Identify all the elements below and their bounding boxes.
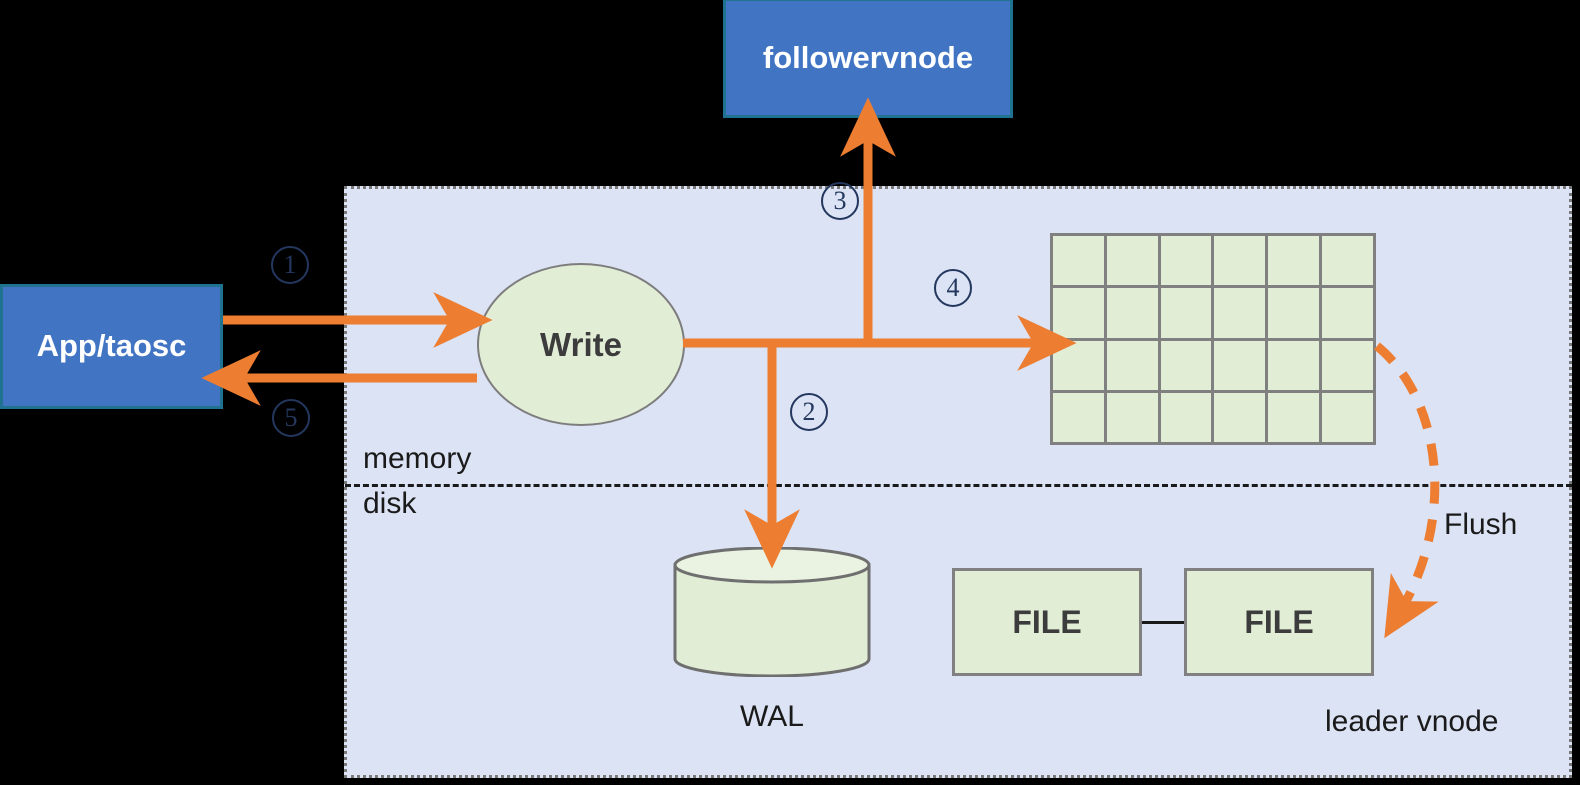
memory-cell — [1214, 236, 1269, 289]
memory-cell — [1322, 288, 1376, 341]
memory-cell — [1322, 392, 1376, 445]
disk-label: disk — [363, 487, 417, 520]
memory-cell — [1322, 340, 1376, 393]
flush-label: Flush — [1444, 508, 1518, 541]
app-taosc-box: App/taosc — [0, 284, 223, 409]
memory-cell — [1106, 288, 1161, 341]
file-box-2: FILE — [1184, 568, 1374, 676]
step-badge-2: 2 — [790, 393, 828, 431]
step-badge-1: 1 — [271, 246, 309, 284]
memory-cell — [1268, 236, 1323, 289]
step-badge-4: 4 — [934, 269, 972, 307]
file-box-1: FILE — [952, 568, 1142, 676]
follower-line-1: follower — [762, 39, 882, 75]
write-node: Write — [477, 263, 685, 426]
memory-cell — [1160, 392, 1215, 445]
memory-cell — [1053, 392, 1107, 445]
memory-cell — [1268, 288, 1323, 341]
wal-cylinder — [673, 546, 871, 678]
memory-cell — [1160, 340, 1215, 393]
memory-cell — [1053, 288, 1107, 341]
wal-label: WAL — [740, 700, 804, 733]
memory-cell — [1106, 392, 1161, 445]
memory-cell — [1268, 392, 1323, 445]
memory-cell — [1268, 340, 1323, 393]
memory-disk-divider — [345, 484, 1572, 487]
memory-cell — [1322, 236, 1376, 289]
memory-cell — [1053, 340, 1107, 393]
memory-cell — [1106, 236, 1161, 289]
leader-vnode-label: leader vnode — [1325, 705, 1499, 738]
follower-line-2: vnode — [881, 39, 974, 75]
memory-cell — [1053, 236, 1107, 289]
step-badge-3: 3 — [821, 182, 859, 220]
memory-cell — [1160, 288, 1215, 341]
memory-cell — [1214, 392, 1269, 445]
follower-vnode-box: follower vnode — [723, 0, 1013, 118]
file-connector-line — [1142, 621, 1184, 624]
memory-cell — [1214, 340, 1269, 393]
memory-cell — [1214, 288, 1269, 341]
step-badge-5: 5 — [272, 399, 310, 437]
memory-grid — [1050, 233, 1376, 445]
memory-label: memory — [363, 442, 472, 475]
memory-cell — [1160, 236, 1215, 289]
memory-cell — [1106, 340, 1161, 393]
